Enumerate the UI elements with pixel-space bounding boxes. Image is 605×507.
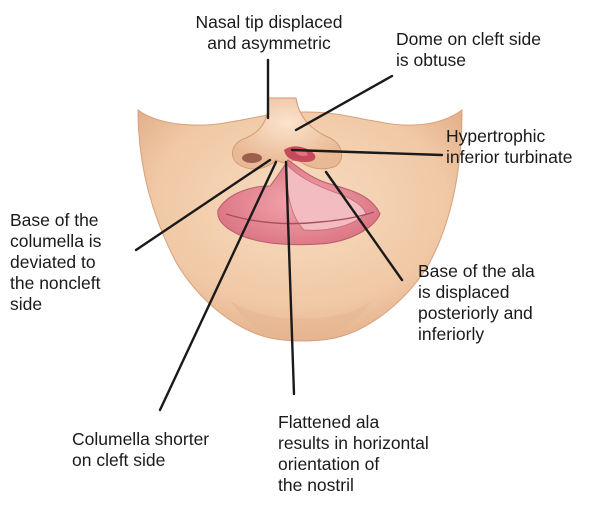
label-nasal-tip: Nasal tip displaced and asymmetric <box>176 12 362 54</box>
noncleft-nostril <box>242 153 262 163</box>
label-flattened-ala: Flattened ala results in horizontal orie… <box>278 412 429 496</box>
label-ala-base: Base of the ala is displaced posteriorly… <box>418 261 535 345</box>
label-columella-short: Columella shorter on cleft side <box>72 429 209 471</box>
label-columella-base: Base of the columella is deviated to the… <box>10 210 101 315</box>
label-dome: Dome on cleft side is obtuse <box>396 29 541 71</box>
label-turbinate: Hypertrophic inferior turbinate <box>446 126 572 168</box>
